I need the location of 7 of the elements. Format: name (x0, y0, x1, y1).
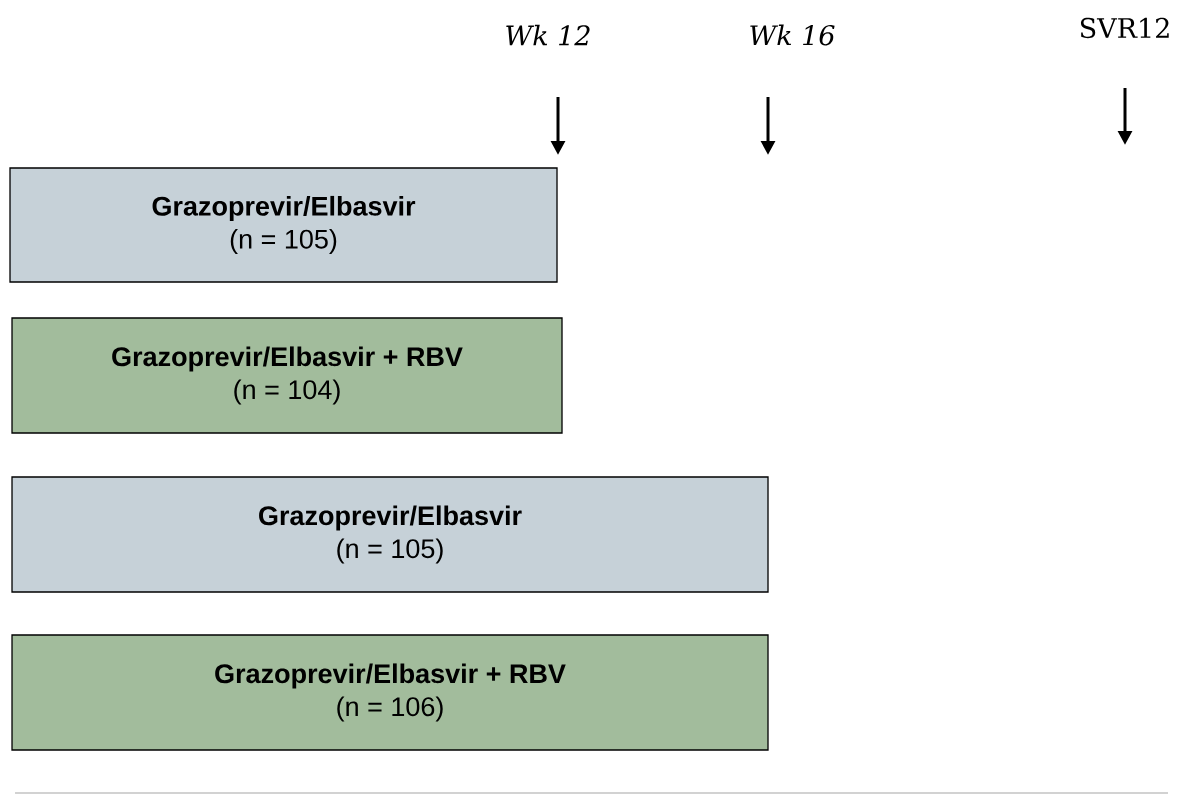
arm-box: Grazoprevir/Elbasvir (n = 105) (11, 476, 769, 593)
timepoint-label: SVR12 (1080, 17, 1169, 39)
timepoint-label: Wk 16 (750, 24, 835, 46)
arm-box: Grazoprevir/Elbasvir (n = 105) (9, 167, 558, 283)
arm-box: Grazoprevir/Elbasvir + RBV (n = 104) (11, 317, 563, 434)
arm-box: Grazoprevir/Elbasvir + RBV (n = 106) (11, 634, 769, 751)
timepoint-label: Wk 12 (506, 24, 590, 46)
